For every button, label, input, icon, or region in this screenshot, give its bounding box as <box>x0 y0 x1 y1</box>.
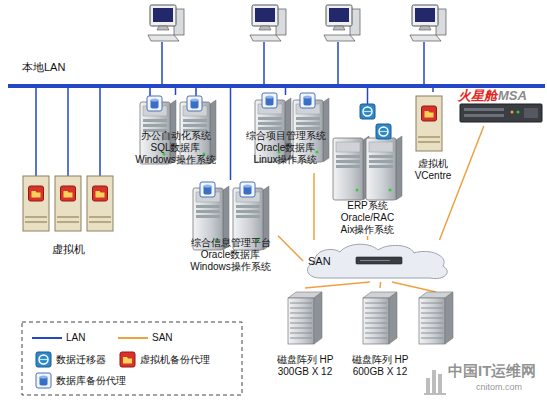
san-link <box>305 282 370 288</box>
san-link <box>278 236 303 261</box>
lan-link <box>285 88 287 95</box>
pc-workstations <box>148 5 446 84</box>
group-label: 虚拟机 <box>52 243 85 256</box>
system-label: 办公自动化系统 SQL数据库 Windows操作系统 <box>128 130 223 166</box>
msa-rack <box>460 104 542 122</box>
legend-label: 虚拟机备份代理 <box>140 354 210 366</box>
lan-link <box>230 88 232 180</box>
server-group: 综合项目管理系统 Oracle数据库 Linux操作系统 <box>243 95 328 173</box>
legend-label: 数据库备份代理 <box>56 375 126 387</box>
host-label: 虚拟机 VCentre <box>410 158 456 182</box>
vcentre-box <box>416 96 442 151</box>
watermark-text: 中国IT运维网 <box>448 362 536 380</box>
legend-frame <box>22 322 242 395</box>
lan-link <box>432 88 434 92</box>
disk-array: 磁盘阵列 HP 600GB X 12 <box>345 288 415 378</box>
legend-label: LAN <box>66 332 85 344</box>
lan-bus: 本地LAN <box>8 58 545 88</box>
system-label: ERP系统 Oracle/RAC Aix操作系统 <box>330 200 405 236</box>
legend-label: 数据迁移器 <box>56 354 106 366</box>
san-link <box>440 126 484 240</box>
san-link <box>313 173 315 240</box>
virtual-machines <box>23 88 113 231</box>
san-cloud: SAN <box>300 240 455 282</box>
erp-servers <box>333 104 402 200</box>
network-label: SAN <box>308 255 331 268</box>
vcentre-host: 虚拟机 VCentre <box>410 92 456 182</box>
san-link <box>379 282 381 288</box>
lan-link <box>67 88 69 176</box>
vm-group: 虚拟机 <box>13 176 123 256</box>
lan-link <box>175 88 177 95</box>
array-label: 磁盘阵列 HP 300GB X 12 <box>270 354 340 378</box>
brand-logo-text: MSA <box>497 88 527 103</box>
lan-link <box>367 88 369 104</box>
watermark-url: cnitom.com <box>476 382 522 393</box>
disk-array: 磁盘阵列 HP 300GB X 12 <box>270 288 340 378</box>
msa-appliance: 火星舱MSA <box>458 88 544 126</box>
system-label: 综合信息管理平台 Oracle数据库 Windows操作系统 <box>183 237 278 273</box>
server-group: ERP系统 Oracle/RAC Aix操作系统 <box>330 104 405 236</box>
array-label: 磁盘阵列 HP 600GB X 12 <box>345 354 415 378</box>
san-link <box>367 236 369 240</box>
disk-arrays <box>288 282 453 344</box>
watermark-logo <box>424 370 446 395</box>
bus-label: 本地LAN <box>22 61 65 74</box>
brand-logo-text: 火星舱 <box>458 88 497 103</box>
legend-label: SAN <box>152 332 173 344</box>
server-group: 综合信息管理平台 Oracle数据库 Windows操作系统 <box>183 180 278 273</box>
server-group: 办公自动化系统 SQL数据库 Windows操作系统 <box>128 95 223 173</box>
system-label: 综合项目管理系统 Oracle数据库 Linux操作系统 <box>243 130 328 166</box>
